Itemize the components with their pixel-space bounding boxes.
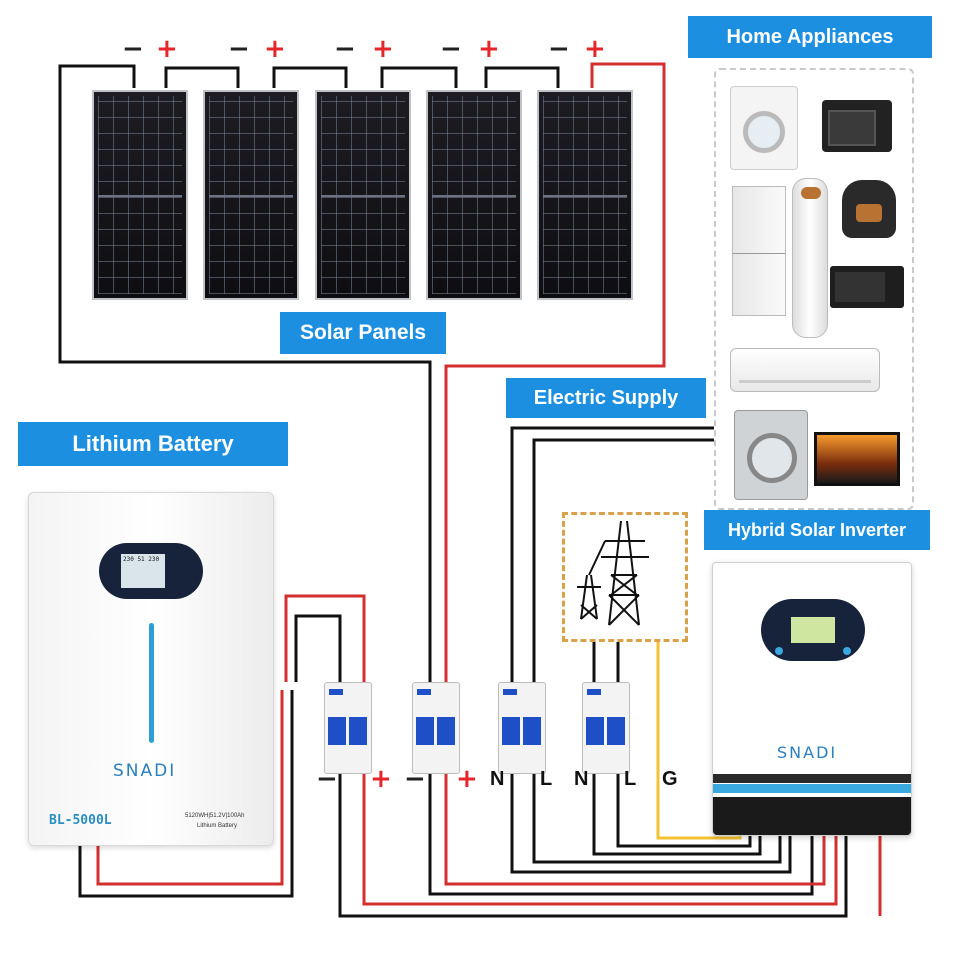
microwave-icon [830, 266, 904, 308]
battery-minus-terminal: − [316, 764, 338, 794]
panel-3-plus: + [372, 34, 394, 64]
toaster-oven-icon [822, 100, 892, 152]
load-n-to-inverter [592, 772, 762, 856]
grid-l-wire [532, 438, 716, 682]
battery-back-black [78, 690, 294, 898]
hybrid-inverter-label: Hybrid Solar Inverter [704, 510, 930, 550]
solar-panel [92, 90, 188, 300]
battery-brand: SNADI [113, 761, 177, 781]
panel-2-minus: − [228, 34, 250, 64]
battery-back-red [96, 690, 284, 886]
solar-panel [426, 90, 522, 300]
battery-lcd-text: 230 51 230 [123, 556, 160, 563]
wall-air-conditioner-icon [730, 348, 880, 392]
home-appliances-label: Home Appliances [688, 16, 932, 58]
television-icon [814, 432, 900, 486]
battery-model: BL-5000L [49, 813, 112, 828]
panel-5-plus: + [584, 34, 606, 64]
inverter-display [761, 599, 865, 661]
panel-1-plus: + [156, 34, 178, 64]
solar-panel [203, 90, 299, 300]
lithium-battery: 230 51 230 SNADI BL-5000L 5120WH|51.2V|1… [28, 492, 274, 846]
solar-breaker[interactable] [412, 682, 460, 774]
inverter-lcd [791, 617, 835, 643]
solar-panel [315, 90, 411, 300]
load-l-terminal: L [624, 768, 637, 790]
floor-air-conditioner-icon [792, 178, 828, 338]
battery-positive-wire [284, 594, 366, 682]
battery-neg-to-inverter [338, 772, 848, 918]
panel-1-minus: − [122, 34, 144, 64]
panel-3-minus: − [334, 34, 356, 64]
grid-l-terminal: L [540, 768, 553, 790]
battery-plus-terminal: + [370, 764, 392, 794]
grid-n-to-inverter [510, 772, 792, 874]
inverter-stripe [713, 774, 911, 783]
ground-wire [656, 636, 742, 840]
solar-minus-terminal: − [404, 764, 426, 794]
battery-pos-to-inverter [362, 772, 838, 906]
solar-panel [537, 90, 633, 300]
battery-indicator-bar [149, 623, 154, 743]
battery-lcd: 230 51 230 [121, 554, 165, 588]
inverter-stripe [713, 784, 911, 793]
electric-supply-label: Electric Supply [506, 378, 706, 418]
battery-negative-wire [294, 614, 342, 682]
lithium-battery-label: Lithium Battery [18, 422, 288, 466]
battery-breaker[interactable] [324, 682, 372, 774]
panel-series-wire [164, 66, 240, 88]
battery-display: 230 51 230 [99, 543, 203, 599]
refrigerator-icon [732, 186, 786, 316]
front-load-washer-icon [734, 410, 808, 500]
load-l-to-inverter [616, 772, 752, 848]
transmission-tower-icon [577, 520, 649, 626]
solar-pos-to-inverter [444, 772, 826, 886]
load-breaker[interactable] [582, 682, 630, 774]
washing-machine-icon [730, 86, 798, 170]
grid-n-wire [510, 426, 716, 682]
inverter-button-icon[interactable] [843, 647, 851, 655]
panel-5-minus: − [548, 34, 570, 64]
hybrid-solar-inverter: SNADI [712, 562, 912, 836]
solar-negative-wire [58, 64, 432, 682]
panel-4-minus: − [440, 34, 462, 64]
grid-n-terminal: N [490, 768, 505, 790]
grid-l-to-inverter [532, 772, 782, 864]
grid-breaker[interactable] [498, 682, 546, 774]
grid-tower-box [562, 512, 688, 642]
inverter-base [713, 797, 911, 835]
panel-series-wire [272, 66, 348, 88]
battery-spec-2: Lithium Battery [197, 823, 238, 829]
battery-spec-1: 5120WH|51.2V|100Ah [185, 813, 245, 819]
ground-terminal: G [662, 768, 678, 790]
inverter-button-icon[interactable] [775, 647, 783, 655]
panel-series-wire [380, 66, 458, 88]
panel-series-wire [484, 66, 560, 88]
panel-4-plus: + [478, 34, 500, 64]
load-n-terminal: N [574, 768, 589, 790]
solar-plus-terminal: + [456, 764, 478, 794]
home-appliances-group [714, 68, 914, 510]
panel-2-plus: + [264, 34, 286, 64]
solar-positive-wire [444, 62, 666, 682]
solar-neg-to-inverter [428, 772, 814, 896]
rice-cooker-icon [842, 180, 896, 238]
solar-panels-label: Solar Panels [280, 312, 446, 354]
inverter-brand: SNADI [777, 743, 838, 762]
